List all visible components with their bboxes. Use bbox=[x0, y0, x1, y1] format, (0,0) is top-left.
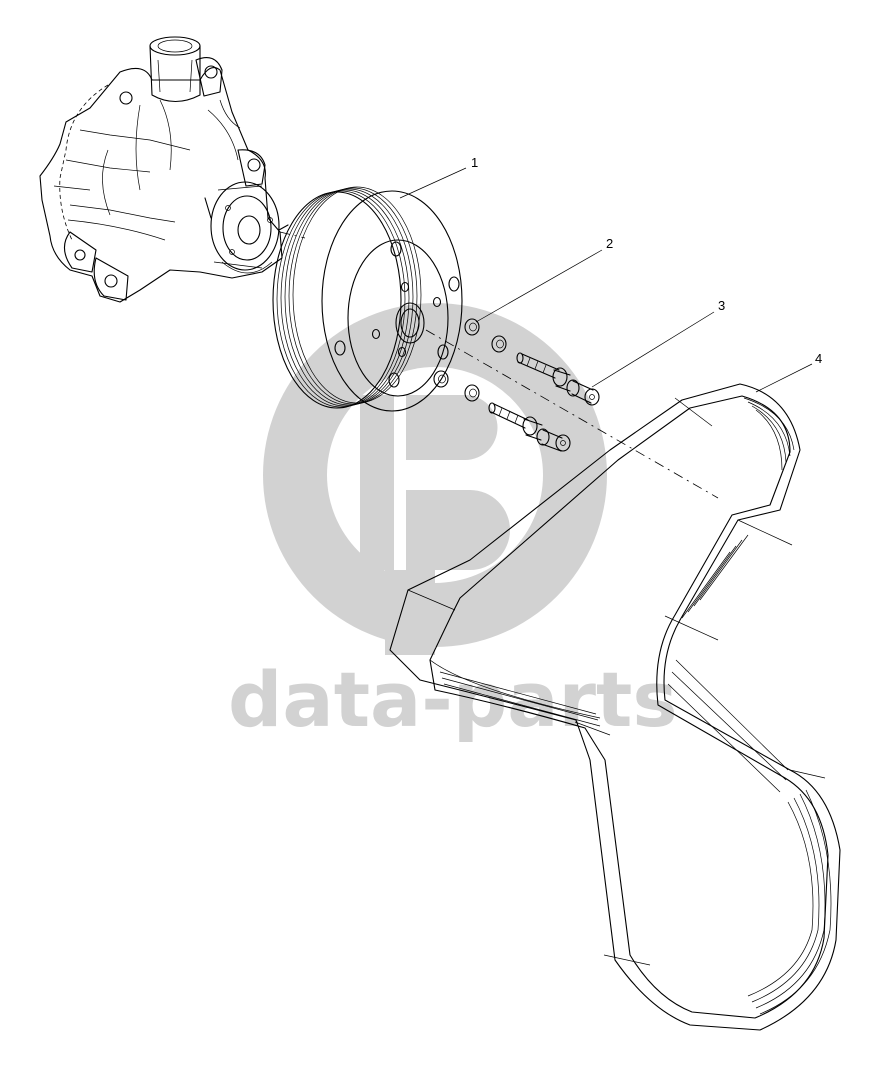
watermark-text: data-parts bbox=[228, 655, 678, 744]
callout-1: 1 bbox=[399, 155, 478, 199]
water-pump-icon bbox=[39, 36, 289, 303]
callout-label: 2 bbox=[606, 236, 613, 251]
callout-2: 2 bbox=[475, 236, 613, 323]
callout-label: 4 bbox=[815, 351, 822, 366]
callout-4: 4 bbox=[755, 351, 822, 393]
bolt-centerline bbox=[425, 329, 719, 499]
callout-3: 3 bbox=[591, 298, 725, 388]
data-parts-logo-icon bbox=[263, 303, 607, 655]
pulley-icon bbox=[272, 186, 463, 412]
callout-label: 1 bbox=[471, 155, 478, 170]
washer-icon bbox=[433, 318, 507, 402]
belt-icon bbox=[389, 383, 841, 1031]
callout-label: 3 bbox=[718, 298, 725, 313]
axis-centerline bbox=[279, 231, 306, 239]
bolt-icon bbox=[488, 352, 600, 452]
watermark: data-parts bbox=[228, 303, 678, 744]
